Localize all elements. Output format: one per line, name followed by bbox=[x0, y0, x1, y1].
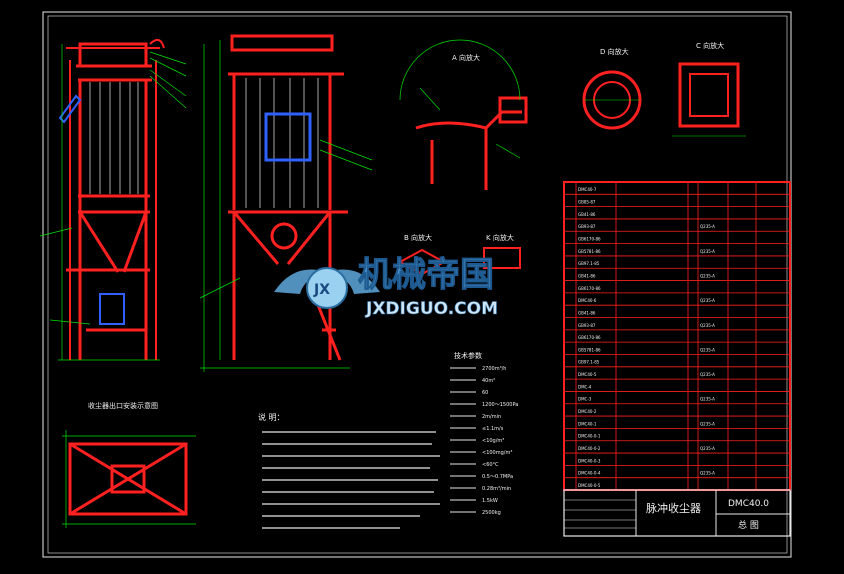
svg-text:2m/min: 2m/min bbox=[482, 414, 501, 420]
bom-part-code: DMC40-0-5 bbox=[578, 483, 601, 488]
title-block: 脉冲收尘器 DMC40.0 总 图 bbox=[563, 489, 791, 537]
svg-text:60: 60 bbox=[482, 390, 488, 396]
bom-part-code: GB6170-86 bbox=[578, 237, 601, 242]
bom-part-code: DMC40-6 bbox=[578, 298, 597, 303]
watermark-logo: JX bbox=[274, 267, 380, 309]
detail-view-c: C 向放大 bbox=[672, 41, 746, 137]
bom-part-code: GB97.1-85 bbox=[578, 261, 600, 266]
bom-material: Q235-A bbox=[700, 347, 715, 352]
svg-text:40m²: 40m² bbox=[482, 378, 495, 384]
svg-text:0.28m³/min: 0.28m³/min bbox=[482, 486, 511, 492]
svg-text:1.5kW: 1.5kW bbox=[482, 498, 498, 504]
bom-material: Q235-A bbox=[700, 323, 715, 328]
outlet-installation-view: 收尘器出口安装示意图 bbox=[62, 401, 196, 528]
site-watermark: JX 机械帝国 JXDIGUO.COM bbox=[274, 255, 498, 319]
bom-part-code: GB97.1-85 bbox=[578, 360, 600, 365]
svg-text:D 向放大: D 向放大 bbox=[600, 47, 629, 56]
svg-text:技术参数: 技术参数 bbox=[454, 351, 482, 360]
svg-text:K 向放大: K 向放大 bbox=[486, 233, 514, 242]
svg-text:<60°C: <60°C bbox=[482, 462, 499, 468]
bom-material: Q235-A bbox=[700, 471, 715, 476]
bom-material: Q235-A bbox=[700, 446, 715, 451]
bom-part-code: DMC40-1 bbox=[578, 421, 597, 426]
bom-part-code: GB41-86 bbox=[578, 212, 596, 217]
bom-part-code: GB6170-86 bbox=[578, 335, 601, 340]
detail-view-k: K 向放大 bbox=[483, 233, 521, 269]
svg-text:A 向放大: A 向放大 bbox=[452, 53, 480, 62]
bom-material: Q235-A bbox=[700, 372, 715, 377]
svg-text:2500kg: 2500kg bbox=[482, 510, 501, 516]
bom-part-code: DMC40-7 bbox=[578, 187, 597, 192]
bom-material: Q235-A bbox=[700, 397, 715, 402]
drawing-title: 脉冲收尘器 bbox=[646, 501, 701, 515]
svg-text:收尘器出口安装示意图: 收尘器出口安装示意图 bbox=[88, 401, 158, 410]
bom-part-code: GB41-86 bbox=[578, 273, 596, 278]
watermark-en: JXDIGUO.COM bbox=[365, 299, 498, 319]
svg-text:说 明：: 说 明： bbox=[258, 412, 285, 422]
bom-part-code: DMC40-0-4 bbox=[578, 471, 601, 476]
bill-of-materials-table: DMC40-7GB85-87GB41-86GB93-87GB6170-86GB5… bbox=[563, 181, 791, 491]
svg-text:≤1.1m/s: ≤1.1m/s bbox=[482, 426, 504, 432]
bom-material: Q235-A bbox=[700, 298, 715, 303]
svg-text:2700m³/h: 2700m³/h bbox=[482, 366, 506, 372]
bom-part-code: DMC-4 bbox=[578, 384, 592, 389]
detail-view-a: A 向放大 bbox=[399, 39, 528, 190]
watermark-cn: 机械帝国 bbox=[358, 255, 494, 295]
bom-material: Q235-A bbox=[700, 224, 715, 229]
technical-parameters: 技术参数 2700m³/h 40m² 60 1200～1500Pa 2m/min… bbox=[450, 351, 518, 516]
bom-part-code: GB6170-86 bbox=[578, 286, 601, 291]
svg-text:<10g/m³: <10g/m³ bbox=[482, 438, 504, 444]
bom-part-code: DMC40-0-3 bbox=[578, 458, 601, 463]
svg-text:1200～1500Pa: 1200～1500Pa bbox=[482, 402, 518, 408]
sheet-name: 总 图 bbox=[738, 519, 759, 531]
svg-text:B 向放大: B 向放大 bbox=[404, 233, 432, 242]
drawing-number: DMC40.0 bbox=[728, 499, 769, 509]
front-elevation-view bbox=[39, 38, 187, 361]
bom-part-code: GB5781-86 bbox=[578, 347, 601, 352]
bom-part-code: GB41-86 bbox=[578, 310, 596, 315]
bom-part-code: DMC40-0-1 bbox=[578, 434, 601, 439]
technical-notes: 说 明： bbox=[258, 412, 440, 529]
side-elevation-view bbox=[199, 34, 373, 372]
bom-part-code: DMC40-5 bbox=[578, 372, 597, 377]
bom-material: Q235-A bbox=[700, 273, 715, 278]
svg-text:C 向放大: C 向放大 bbox=[696, 41, 724, 50]
bom-part-code: GB93-87 bbox=[578, 224, 596, 229]
svg-text:0.5～0.7MPa: 0.5～0.7MPa bbox=[482, 474, 513, 480]
bom-part-code: DMC40-0-2 bbox=[578, 446, 601, 451]
detail-view-d: D 向放大 bbox=[582, 47, 642, 130]
detail-view-b: B 向放大 bbox=[397, 233, 447, 276]
bom-material: Q235-A bbox=[700, 421, 715, 426]
bom-part-code: GB5781-86 bbox=[578, 249, 601, 254]
bom-part-code: GB85-87 bbox=[578, 200, 596, 205]
svg-text:<100mg/m³: <100mg/m³ bbox=[482, 450, 512, 456]
bom-part-code: DMC40-2 bbox=[578, 409, 597, 414]
svg-text:JX: JX bbox=[313, 282, 330, 298]
bom-part-code: DMC-3 bbox=[578, 397, 592, 402]
bom-material: Q235-A bbox=[700, 249, 715, 254]
bom-part-code: GB93-87 bbox=[578, 323, 596, 328]
